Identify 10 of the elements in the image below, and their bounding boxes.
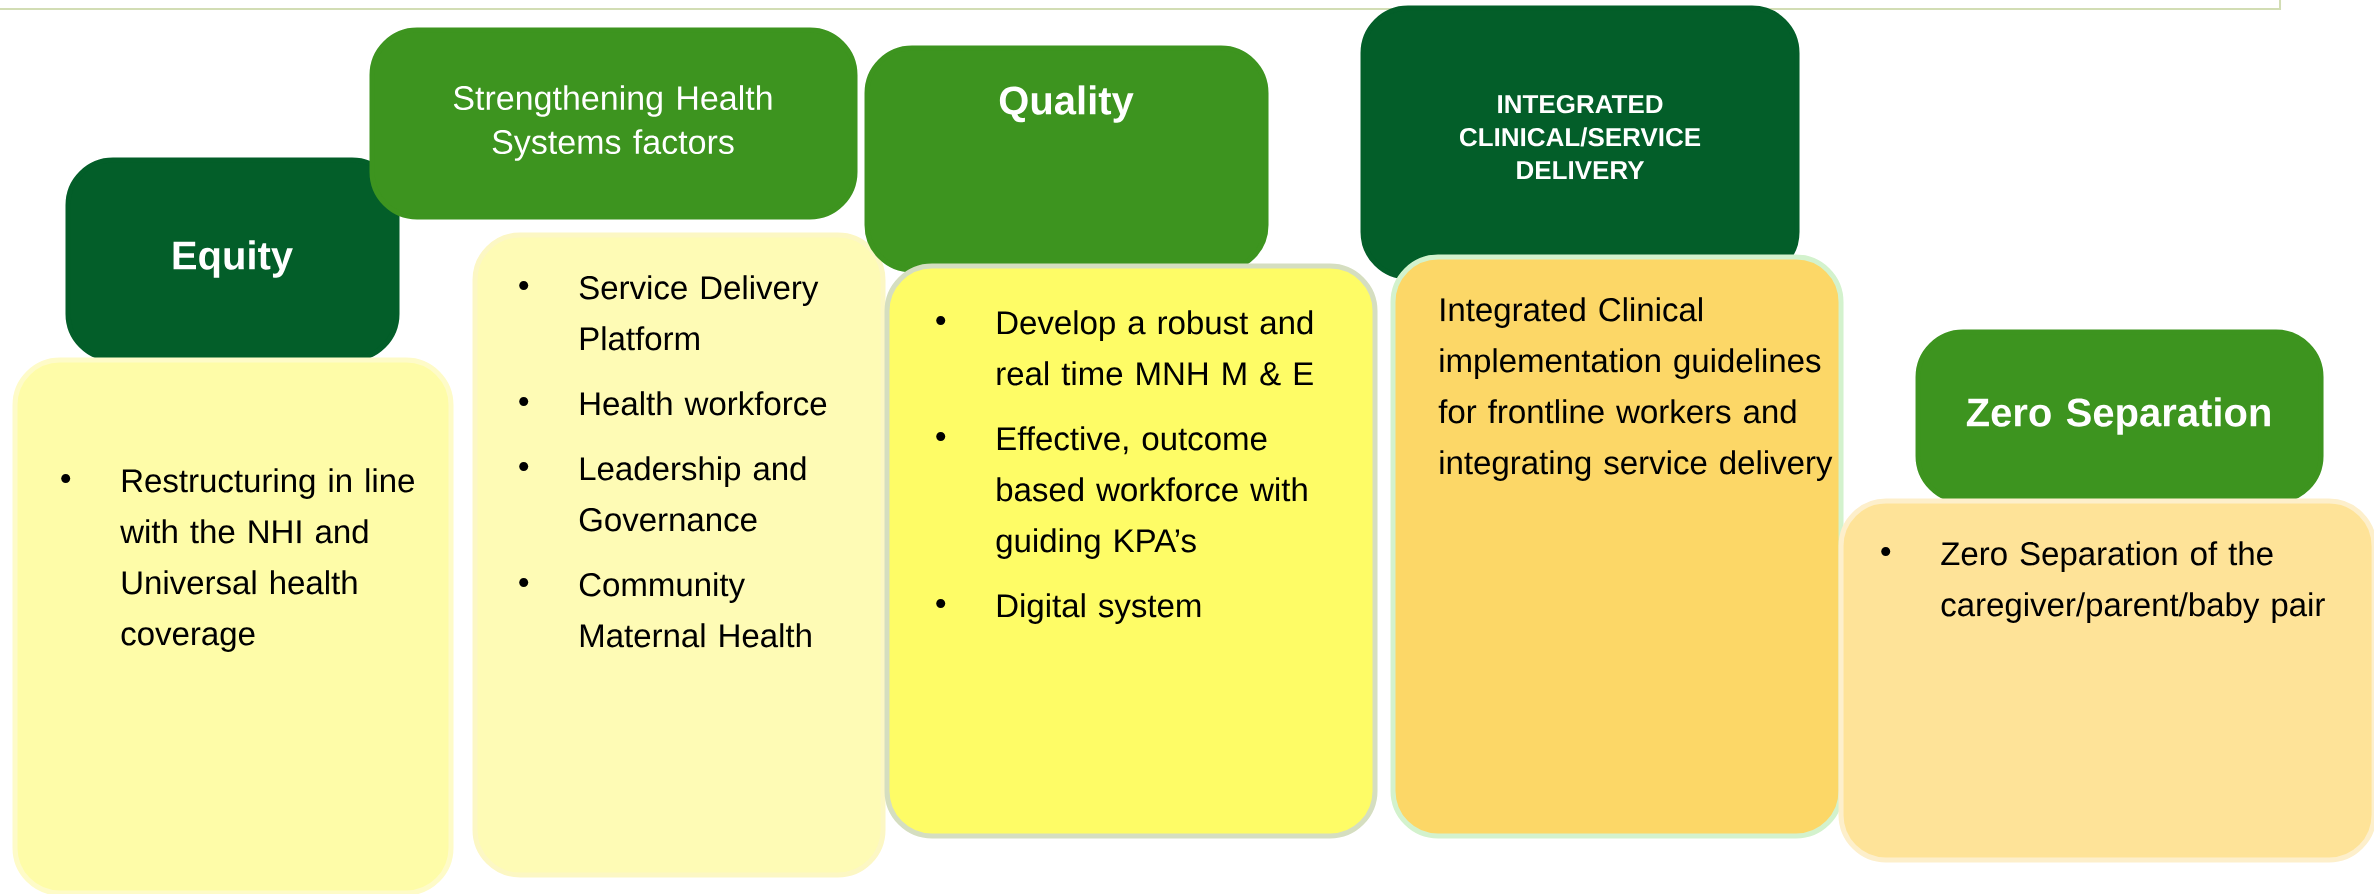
text-box: Zero Separation of the caregiver/parent/baby pair (1838, 498, 2374, 863)
header-box: Zero Separation (1915, 329, 2324, 504)
header-box: Equity (65, 157, 400, 362)
text-box: Develop a robust and real time MNH M & E Effective, outcome based workforce with guiding KPA’s Digital system (884, 263, 1378, 839)
header-box: INTEGRATED CLINICAL/SERVICE DELIVERY (1360, 5, 1800, 280)
header-box: Strengthening Health Systems factors (369, 27, 858, 220)
text-box: Restructuring in line with the NHI and Universal health coverage (12, 357, 454, 894)
header-box: Quality (864, 45, 1269, 273)
text-box: Integrated Clinical implementation guidelines for frontline workers and integrating service delivery (1390, 254, 1844, 839)
text-box: Service Delivery Platform Health workforce Leadership and Governance Community Maternal Health (472, 232, 886, 878)
